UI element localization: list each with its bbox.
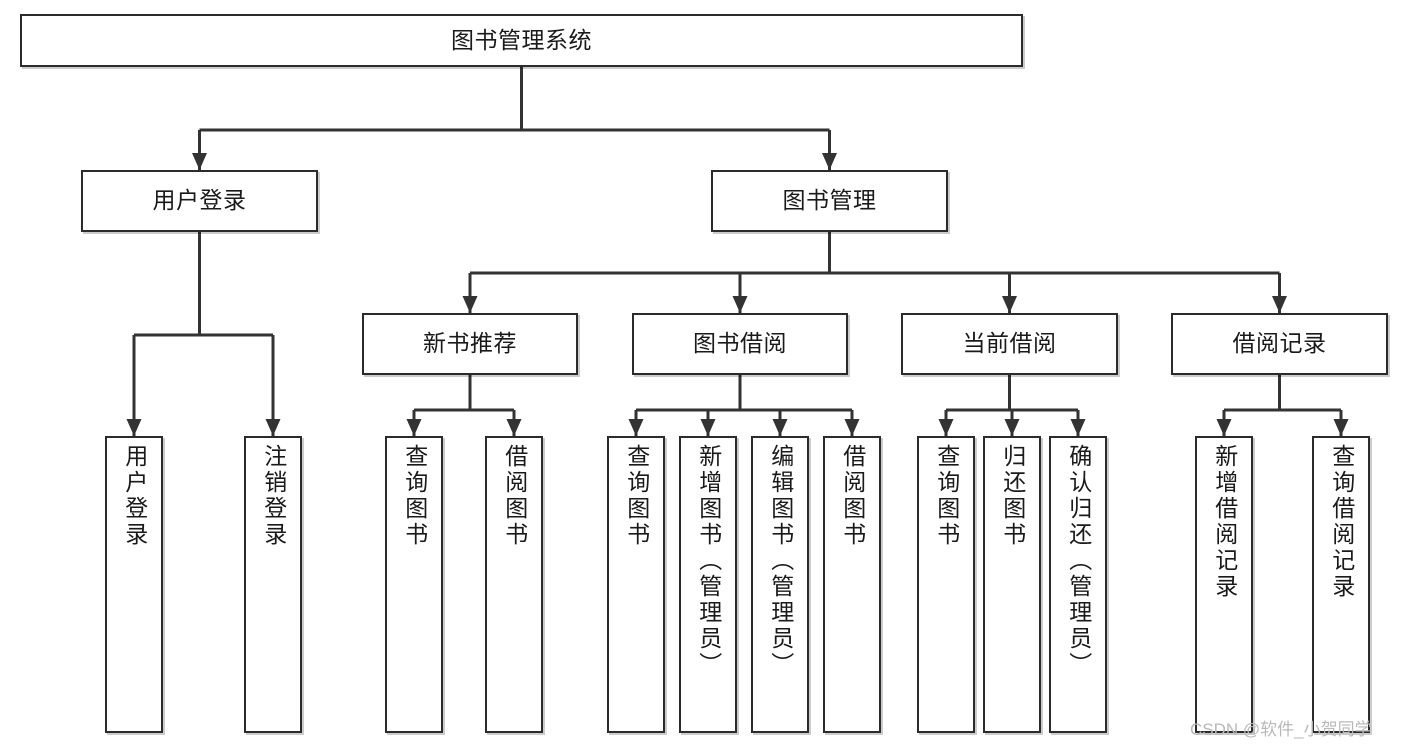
- node-root[interactable]: 图书管理系统: [20, 14, 1023, 67]
- node-leaf-login-2[interactable]: 注销登录: [244, 436, 302, 733]
- node-label: 新增借阅记录: [1211, 444, 1238, 600]
- node-current[interactable]: 当前借阅: [901, 313, 1118, 375]
- arrowhead-icon: [822, 153, 837, 170]
- node-leaf-bor-1[interactable]: 查询图书: [607, 436, 665, 733]
- node-leaf-login-1[interactable]: 用户登录: [105, 436, 163, 733]
- node-label: 用户登录: [152, 187, 247, 214]
- arrowhead-icon: [938, 419, 954, 436]
- node-leaf-cur-3[interactable]: 确认归还（管理员）: [1049, 436, 1107, 733]
- node-leaf-rec-1[interactable]: 新增借阅记录: [1195, 436, 1253, 733]
- node-bookmgmt[interactable]: 图书管理: [711, 170, 948, 232]
- arrowhead-icon: [192, 153, 207, 170]
- node-label: 归还图书: [999, 444, 1026, 548]
- arrowhead-icon: [844, 419, 860, 436]
- node-borrow[interactable]: 图书借阅: [632, 313, 848, 375]
- node-leaf-rec-2[interactable]: 查询借阅记录: [1312, 436, 1370, 733]
- arrowhead-icon: [506, 419, 522, 436]
- node-label: 新增图书（管理员）: [695, 444, 722, 678]
- arrowhead-icon: [772, 419, 788, 436]
- node-label: 查询图书: [623, 444, 650, 548]
- arrowhead-icon: [1216, 419, 1232, 436]
- node-label: 当前借阅: [962, 330, 1057, 357]
- node-label: 注销登录: [260, 444, 287, 548]
- node-label: 查询图书: [401, 444, 428, 548]
- arrowhead-icon: [265, 419, 281, 436]
- node-label: 借阅记录: [1232, 330, 1327, 357]
- arrowhead-icon: [126, 419, 142, 436]
- node-label: 图书管理: [782, 187, 877, 214]
- node-label: 图书管理系统: [451, 26, 592, 53]
- node-leaf-bor-2[interactable]: 新增图书（管理员）: [679, 436, 737, 733]
- arrowhead-icon: [462, 296, 478, 313]
- node-label: 借阅图书: [501, 444, 528, 548]
- node-label: 借阅图书: [839, 444, 866, 548]
- node-leaf-bor-3[interactable]: 编辑图书（管理员）: [751, 436, 809, 733]
- node-leaf-new-1[interactable]: 查询图书: [385, 436, 443, 733]
- arrowhead-icon: [732, 296, 748, 313]
- node-login[interactable]: 用户登录: [81, 170, 318, 232]
- arrowhead-icon: [700, 419, 716, 436]
- node-leaf-cur-1[interactable]: 查询图书: [917, 436, 975, 733]
- node-label: 图书借阅: [693, 330, 787, 357]
- arrowhead-icon: [406, 419, 422, 436]
- node-label: 用户登录: [121, 444, 148, 548]
- watermark-text: CSDN @软件_小贺同学: [1190, 720, 1372, 739]
- node-leaf-new-2[interactable]: 借阅图书: [485, 436, 543, 733]
- arrowhead-icon: [1333, 419, 1349, 436]
- node-label: 编辑图书（管理员）: [767, 444, 794, 678]
- node-label: 确认归还（管理员）: [1065, 444, 1092, 678]
- node-records[interactable]: 借阅记录: [1171, 313, 1388, 375]
- node-label: 新书推荐: [423, 330, 517, 357]
- arrowhead-icon: [628, 419, 644, 436]
- node-newbook[interactable]: 新书推荐: [362, 313, 578, 375]
- node-leaf-cur-2[interactable]: 归还图书: [983, 436, 1041, 733]
- arrowhead-icon: [1070, 419, 1086, 436]
- node-label: 查询借阅记录: [1328, 444, 1355, 600]
- node-label: 查询图书: [933, 444, 960, 548]
- node-leaf-bor-4[interactable]: 借阅图书: [823, 436, 881, 733]
- arrowhead-icon: [1272, 296, 1287, 313]
- arrowhead-icon: [1002, 296, 1017, 313]
- arrowhead-icon: [1004, 419, 1020, 436]
